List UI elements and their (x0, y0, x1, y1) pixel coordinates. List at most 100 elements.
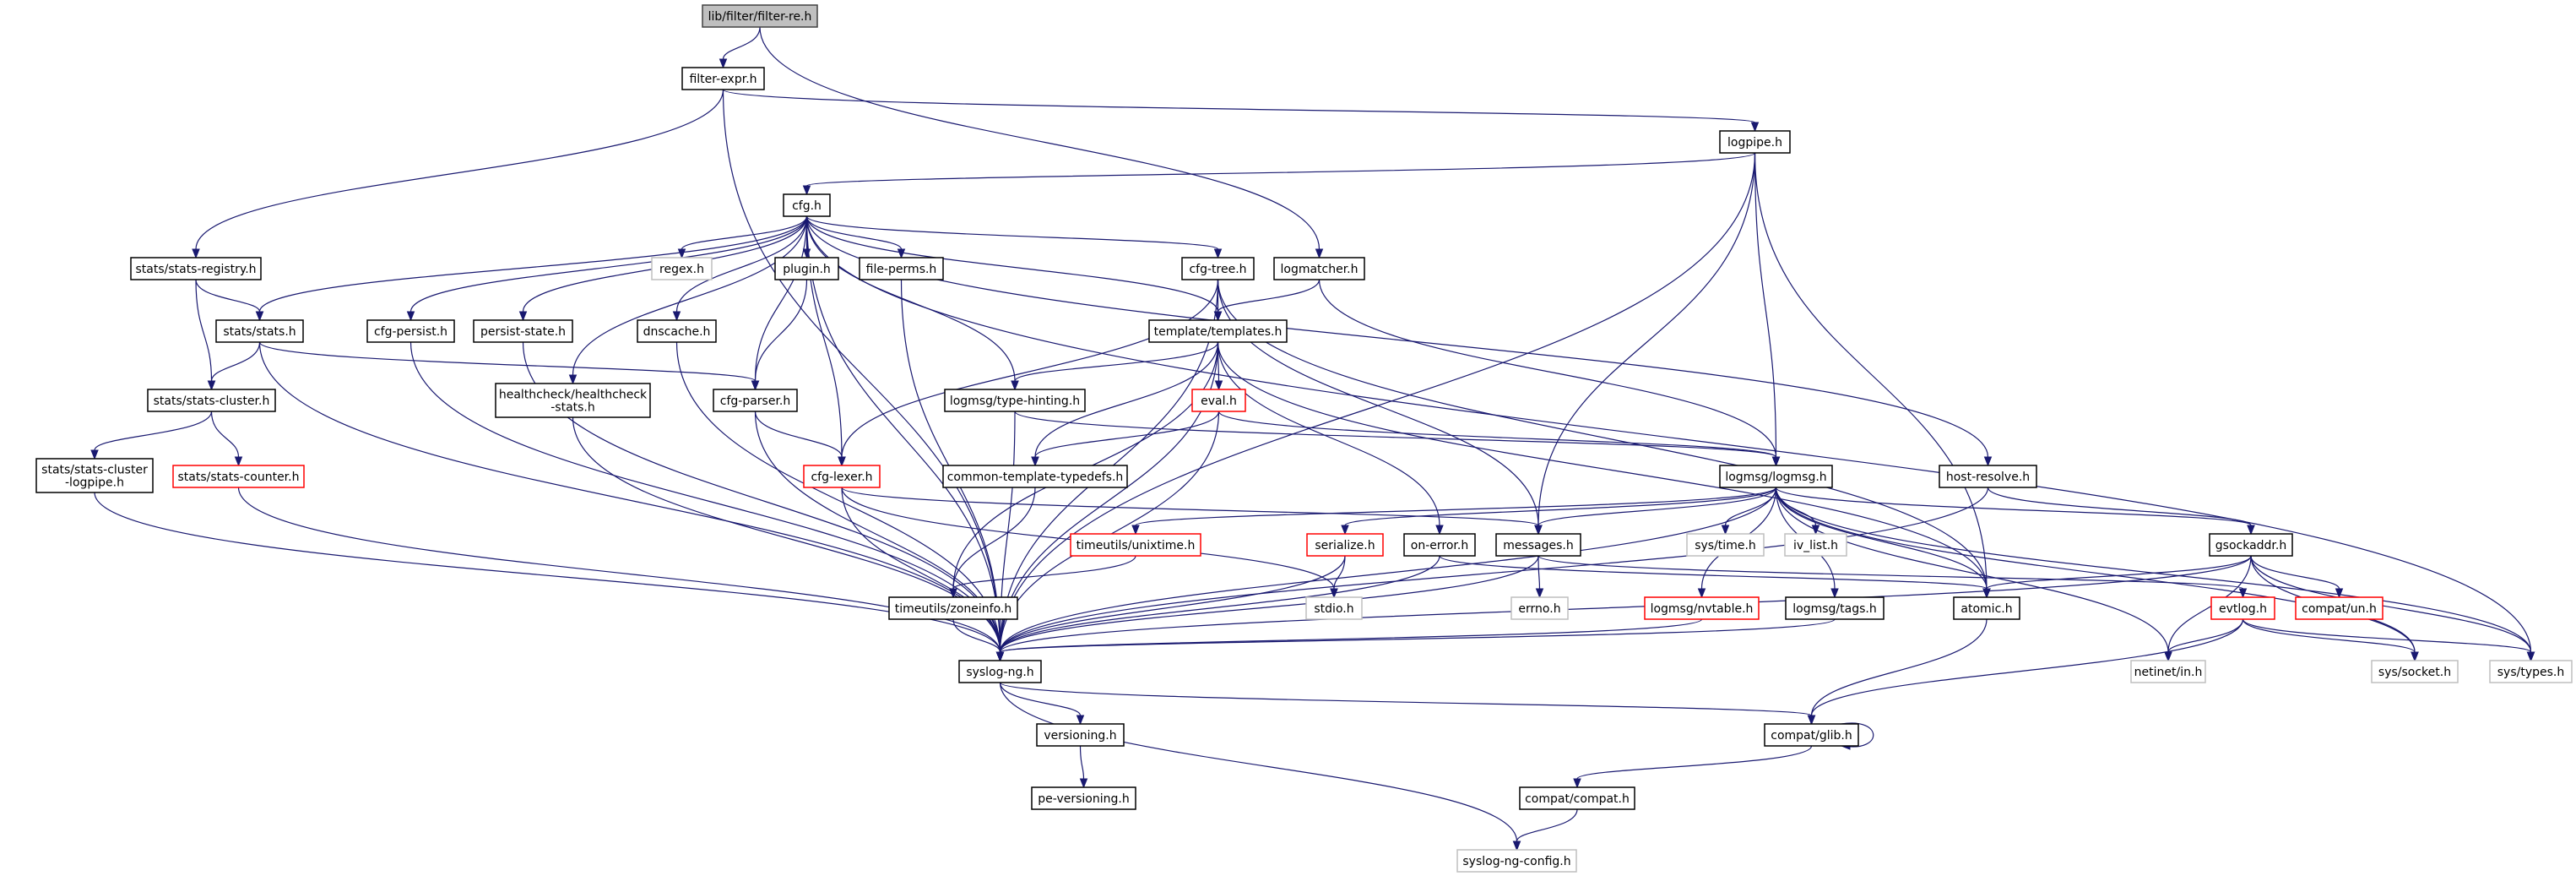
node-label: messages.h (1503, 539, 1574, 552)
edge-line (722, 89, 1001, 653)
arrowhead (1011, 380, 1019, 391)
node-zoneinfo[interactable]: timeutils/zoneinfo.h (888, 596, 1018, 620)
node-box (783, 193, 831, 217)
node-logpipe[interactable]: logpipe.h (1719, 130, 1791, 154)
node-label: plugin.h (783, 263, 831, 276)
edge-line (754, 279, 808, 382)
node-iv-list[interactable]: iv_list.h (1784, 533, 1847, 557)
node-persist-state[interactable]: persist-state.h (473, 319, 573, 343)
node-label: gsockaddr.h (2215, 539, 2286, 552)
edge-line (675, 215, 808, 313)
node-atomic[interactable]: atomic.h (1953, 596, 2020, 620)
node-serialize[interactable]: serialize.h (1306, 533, 1384, 557)
node-eval[interactable]: eval.h (1191, 389, 1246, 412)
edge-cfg-to-cfg-lexer (805, 215, 846, 467)
node-box (713, 389, 798, 412)
node-label: compat/glib.h (1771, 729, 1852, 743)
node-logmatcher[interactable]: logmatcher.h (1273, 257, 1365, 280)
node-sys-time[interactable]: sys/time.h (1686, 533, 1765, 557)
edge-line (258, 341, 1001, 653)
node-nvtable[interactable]: logmsg/nvtable.h (1644, 596, 1760, 620)
node-syslog-ng-config[interactable]: syslog-ng-config.h (1456, 849, 1577, 873)
node-on-error[interactable]: on-error.h (1403, 533, 1476, 557)
node-plugin[interactable]: plugin.h (774, 257, 839, 280)
node-compat-compat[interactable]: compat/compat.h (1519, 786, 1635, 810)
node-healthcheck[interactable]: healthcheck/healthcheck-stats.h (495, 383, 651, 418)
edge-line (722, 89, 1756, 123)
node-compat-glib[interactable]: compat/glib.h (1764, 723, 1859, 747)
arrowhead (719, 58, 728, 69)
node-sys-socket[interactable]: sys/socket.h (2371, 660, 2459, 683)
node-cfg-lexer[interactable]: cfg-lexer.h (803, 465, 881, 488)
edge-line (1754, 152, 1988, 590)
node-sys-types[interactable]: sys/types.h (2489, 660, 2573, 683)
edge-line (1987, 487, 2252, 526)
edge-line (681, 215, 808, 250)
edge-cfg-tree-to-messages (1217, 279, 1543, 536)
node-cfg-tree[interactable]: cfg-tree.h (1181, 257, 1255, 280)
node-stats-cluster-logpipe[interactable]: stats/stats-cluster-logpipe.h (35, 458, 154, 493)
node-unixtime[interactable]: timeutils/unixtime.h (1070, 533, 1201, 557)
node-box (859, 257, 944, 280)
node-box (944, 389, 1086, 412)
node-stdio[interactable]: stdio.h (1305, 596, 1363, 620)
node-label: cfg.h (792, 199, 822, 213)
node-box (1191, 389, 1246, 412)
node-host-resolve[interactable]: host-resolve.h (1939, 465, 2037, 488)
arrowhead (2335, 588, 2344, 599)
node-cfg-persist[interactable]: cfg-persist.h (366, 319, 455, 343)
edge-line (999, 487, 1989, 653)
node-box (774, 257, 839, 280)
node-evtlog[interactable]: evtlog.h (2210, 596, 2275, 620)
node-errno[interactable]: errno.h (1510, 596, 1569, 620)
edge-evtlog-to-sys-socket (2242, 618, 2419, 662)
node-file-perms[interactable]: file-perms.h (859, 257, 944, 280)
edge-stats-to-stats-cluster (207, 341, 261, 391)
edge-line (1810, 618, 1988, 716)
arrowhead (677, 248, 686, 259)
node-stats-registry[interactable]: stats/stats-registry.h (130, 257, 262, 280)
edge-compat-glib-to-compat-compat (1573, 745, 1813, 789)
node-logmsg[interactable]: logmsg/logmsg.h (1719, 465, 1833, 488)
edge-line (1775, 487, 2416, 653)
node-filter-expr[interactable]: filter-expr.h (681, 67, 765, 90)
node-netinet-in[interactable]: netinet/in.h (2130, 660, 2206, 683)
node-label: eval.h (1201, 394, 1237, 408)
arrowhead (568, 374, 578, 385)
arrowhead (1031, 456, 1039, 467)
node-messages[interactable]: messages.h (1495, 533, 1581, 557)
edge-line (805, 215, 1219, 313)
node-label: logmsg/tags.h (1792, 602, 1876, 616)
node-tags[interactable]: logmsg/tags.h (1785, 596, 1885, 620)
node-syslog-ng[interactable]: syslog-ng.h (958, 660, 1042, 683)
node-label: lib/filter/filter-re.h (708, 10, 812, 24)
node-cfg[interactable]: cfg.h (783, 193, 831, 217)
node-compat-un[interactable]: compat/un.h (2295, 596, 2383, 620)
edge-line (999, 682, 1082, 716)
node-filter-re[interactable]: lib/filter/filter-re.h (702, 4, 818, 28)
node-stats-counter[interactable]: stats/stats-counter.h (172, 465, 305, 488)
arrowhead (2247, 525, 2255, 536)
edge-line (2250, 555, 2340, 590)
node-label: iv_list.h (1793, 539, 1838, 552)
node-templates[interactable]: template/templates.h (1148, 319, 1288, 343)
arrowhead (1534, 525, 1543, 536)
node-type-hinting[interactable]: logmsg/type-hinting.h (944, 389, 1086, 412)
node-gsockaddr[interactable]: gsockaddr.h (2209, 533, 2293, 557)
node-box (1784, 533, 1847, 557)
node-regex[interactable]: regex.h (651, 257, 713, 280)
node-pe-versioning[interactable]: pe-versioning.h (1031, 786, 1136, 810)
node-common-template-typedefs[interactable]: common-template-typedefs.h (942, 465, 1128, 488)
edge-syslog-ng-to-compat-glib (999, 682, 1816, 726)
node-box (35, 458, 154, 493)
node-versioning[interactable]: versioning.h (1036, 723, 1125, 747)
node-box (1644, 596, 1760, 620)
edge-line (1537, 555, 2244, 590)
edge-host-resolve-to-gsockaddr (1987, 487, 2255, 536)
node-cfg-parser[interactable]: cfg-parser.h (713, 389, 798, 412)
edge-unixtime-to-zoneinfo (949, 555, 1136, 599)
node-stats[interactable]: stats/stats.h (215, 319, 304, 343)
node-dnscache[interactable]: dnscache.h (637, 319, 717, 343)
node-stats-cluster[interactable]: stats/stats-cluster.h (147, 389, 276, 412)
edge-versioning-to-pe-versioning (1079, 745, 1088, 789)
